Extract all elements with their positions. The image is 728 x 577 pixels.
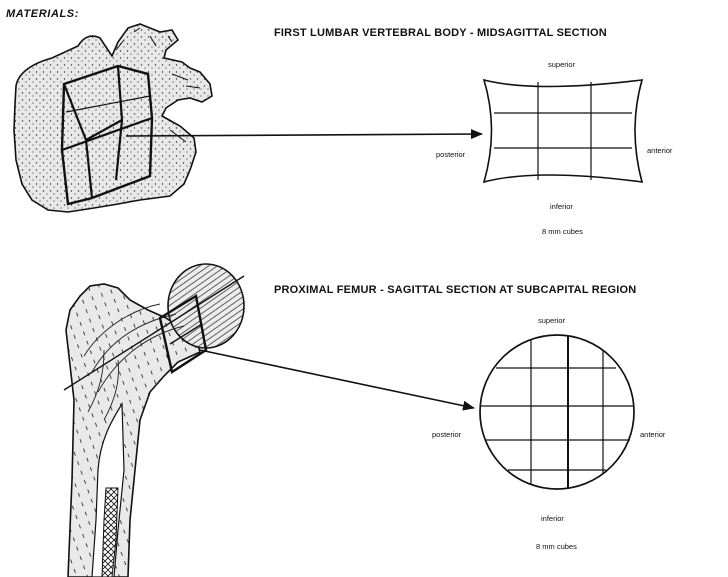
vertebra-panel-title: FIRST LUMBAR VERTEBRAL BODY - MIDSAGITTA… bbox=[274, 27, 607, 39]
femur-superior-label: superior bbox=[538, 316, 565, 325]
femur-posterior-label: posterior bbox=[432, 430, 461, 439]
vertebra-cube-note: 8 mm cubes bbox=[542, 227, 583, 236]
vertebra-cube-grid bbox=[484, 80, 642, 182]
vertebra-illustration bbox=[14, 24, 212, 212]
vertebra-superior-label: superior bbox=[548, 60, 575, 69]
vertebra-posterior-label: posterior bbox=[436, 150, 465, 159]
femur-anterior-label: anterior bbox=[640, 430, 665, 439]
femur-cube-note: 8 mm cubes bbox=[536, 542, 577, 551]
femur-inferior-label: inferior bbox=[541, 514, 564, 523]
vertebra-outline bbox=[14, 24, 212, 212]
femur-panel-title: PROXIMAL FEMUR - SAGITTAL SECTION AT SUB… bbox=[274, 284, 636, 296]
femur-illustration bbox=[64, 264, 244, 577]
materials-heading: MATERIALS: bbox=[6, 8, 79, 20]
vertebra-anterior-label: anterior bbox=[647, 146, 672, 155]
femur-cube-grid bbox=[480, 335, 634, 489]
femur-section-arrow bbox=[200, 350, 474, 408]
vertebra-inferior-label: inferior bbox=[550, 202, 573, 211]
